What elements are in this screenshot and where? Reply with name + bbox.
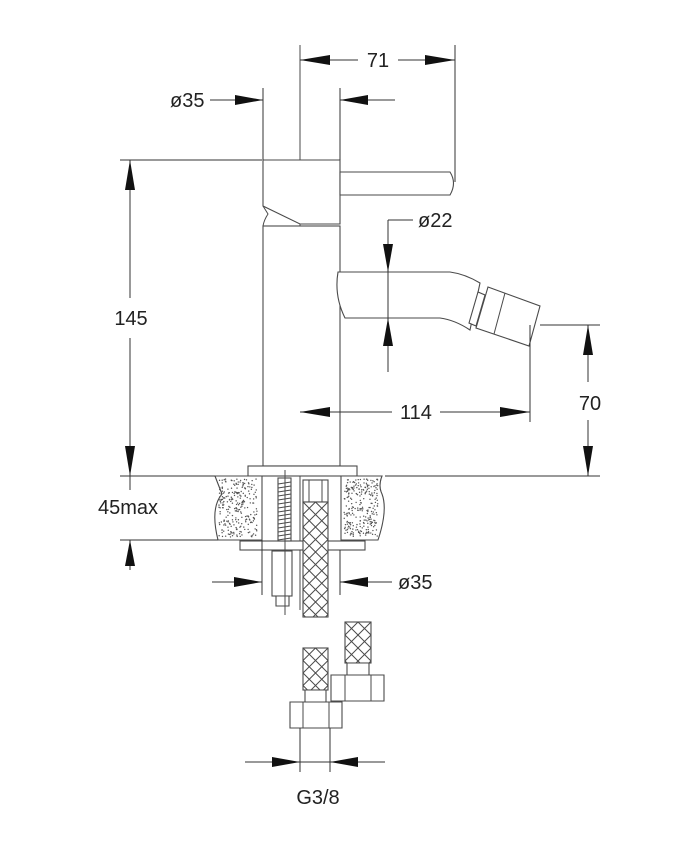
hose-right	[344, 621, 372, 664]
mounting-nut	[271, 550, 293, 597]
dim-connection-thread: G3/8	[245, 728, 385, 809]
dim-22-label: ø22	[418, 210, 452, 232]
dim-45max-label: 45max	[98, 497, 158, 519]
hose-nut-left	[289, 689, 343, 729]
mounting-hardware	[271, 470, 385, 729]
spout	[336, 271, 481, 331]
dim-spout-height: 70	[385, 324, 601, 477]
dim-countertop-thickness: 45max	[98, 476, 218, 570]
base-flange	[247, 465, 358, 477]
dim-lever-reach: 71	[300, 45, 456, 182]
dim-70-label: 70	[579, 393, 601, 415]
hose-left-lower	[302, 647, 329, 691]
dim-body-diameter: ø35	[170, 88, 395, 160]
hose-left-upper	[302, 501, 329, 618]
dim-35-bottom-label: ø35	[398, 572, 432, 594]
dim-mount-diameter: ø35	[212, 540, 432, 595]
spout-collar	[468, 291, 486, 327]
dim-114-label: 114	[400, 402, 432, 424]
handle-cap	[262, 159, 341, 225]
faucet-body	[247, 159, 541, 477]
dim-145-label: 145	[114, 308, 147, 330]
spout-aerator	[475, 286, 541, 347]
body-column	[262, 225, 341, 467]
hose-nut-right	[330, 662, 385, 702]
lever-handle	[339, 171, 455, 196]
dim-spout-diameter: ø22	[383, 210, 452, 372]
dim-71-label: 71	[367, 50, 389, 72]
dim-height: 145	[114, 159, 262, 477]
dim-g38-label: G3/8	[296, 787, 339, 809]
dim-35-top-label: ø35	[170, 90, 204, 112]
hose-nut-top	[302, 479, 329, 503]
dim-spout-reach: 114	[300, 325, 531, 424]
